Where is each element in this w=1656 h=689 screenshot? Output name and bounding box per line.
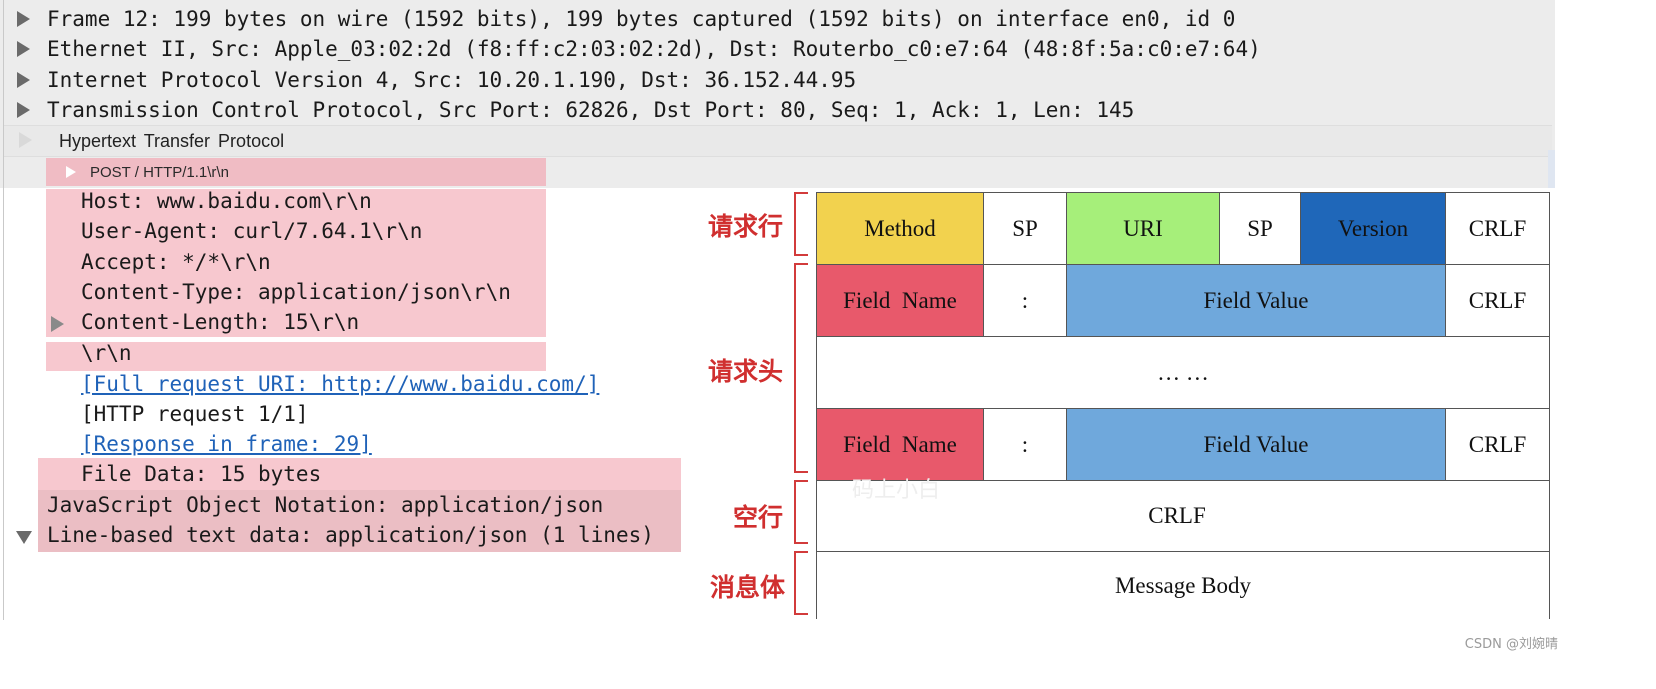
http-request-count[interactable]: [HTTP request 1/1] <box>81 402 309 426</box>
collapse-arrow-icon[interactable] <box>16 531 32 544</box>
cell-blank-crlf: CRLF <box>816 480 1550 552</box>
tree-row-label: Frame 12: 199 bytes on wire (1592 bits),… <box>47 7 1236 31</box>
expand-arrow-icon[interactable] <box>17 72 30 88</box>
line-based-row[interactable]: Line-based text data: application/json (… <box>47 523 654 547</box>
cell-sp: SP <box>1219 192 1301 265</box>
label-request-header: 请求头 <box>708 357 784 386</box>
highlight-file-data <box>38 458 681 490</box>
request-line-text[interactable]: POST / HTTP/1.1\r\n <box>90 164 229 181</box>
cell-colon: : <box>983 264 1067 337</box>
cell-ellipsis: … … <box>816 336 1550 409</box>
bracket-request-header <box>794 263 808 473</box>
tree-row-label: Hypertext Transfer Protocol <box>59 131 285 151</box>
bracket-request-line <box>794 192 808 256</box>
label-blank-line: 空行 <box>733 503 784 532</box>
expand-arrow-icon[interactable] <box>17 11 30 27</box>
watermark: CSDN @刘婉晴 <box>1464 637 1558 652</box>
tree-row-label: Internet Protocol Version 4, Src: 10.20.… <box>47 68 857 92</box>
cell-sp: SP <box>983 192 1067 265</box>
blank-line-text[interactable]: \r\n <box>81 341 132 365</box>
expand-arrow-icon[interactable] <box>51 316 64 332</box>
response-frame-link[interactable]: [Response in frame: 29] <box>81 432 372 456</box>
cell-field-name: Field Name <box>816 264 984 337</box>
bracket-blank-line <box>794 480 808 544</box>
cell-crlf: CRLF <box>1445 408 1550 481</box>
label-body: 消息体 <box>710 573 786 602</box>
header-user-agent[interactable]: User-Agent: curl/7.64.1\r\n <box>81 219 423 243</box>
scroll-edge <box>1548 150 1555 188</box>
cell-method: Method <box>816 192 984 265</box>
cell-crlf: CRLF <box>1445 264 1550 337</box>
tree-row-http[interactable]: Hypertext Transfer Protocol <box>4 125 1552 157</box>
file-data-row[interactable]: File Data: 15 bytes <box>81 462 322 486</box>
cell-crlf: CRLF <box>1445 192 1550 265</box>
bracket-body <box>794 551 808 615</box>
expand-arrow-icon[interactable] <box>19 132 32 148</box>
cell-field-value: Field Value <box>1066 264 1446 337</box>
header-accept[interactable]: Accept: */*\r\n <box>81 250 271 274</box>
cell-field-name: Field Name <box>816 408 984 481</box>
full-request-uri-link[interactable]: [Full request URI: http://www.baidu.com/… <box>81 372 600 396</box>
highlight-json <box>38 490 681 552</box>
expand-arrow-icon[interactable] <box>66 166 76 178</box>
tree-row-label: Ethernet II, Src: Apple_03:02:2d (f8:ff:… <box>47 37 1261 61</box>
cell-uri: URI <box>1066 192 1220 265</box>
header-host[interactable]: Host: www.baidu.com\r\n <box>81 189 372 213</box>
cell-colon: : <box>983 408 1067 481</box>
faint-overlay-text: 码上小白 <box>852 478 941 503</box>
expand-arrow-icon[interactable] <box>17 102 30 118</box>
cell-version: Version <box>1300 192 1446 265</box>
pane-border <box>3 0 4 620</box>
expand-arrow-icon[interactable] <box>17 41 30 57</box>
label-request-line: 请求行 <box>708 212 784 241</box>
json-row[interactable]: JavaScript Object Notation: application/… <box>47 493 604 517</box>
highlight-request-line <box>46 158 546 186</box>
cell-field-value: Field Value <box>1066 408 1446 481</box>
highlight-headers <box>46 189 546 337</box>
header-content-type[interactable]: Content-Type: application/json\r\n <box>81 280 511 304</box>
cell-message-body: Message Body <box>816 551 1550 619</box>
header-content-length[interactable]: Content-Length: 15\r\n <box>81 310 360 334</box>
highlight-blank-line <box>46 342 546 371</box>
tree-row-label: Transmission Control Protocol, Src Port:… <box>47 98 1135 122</box>
